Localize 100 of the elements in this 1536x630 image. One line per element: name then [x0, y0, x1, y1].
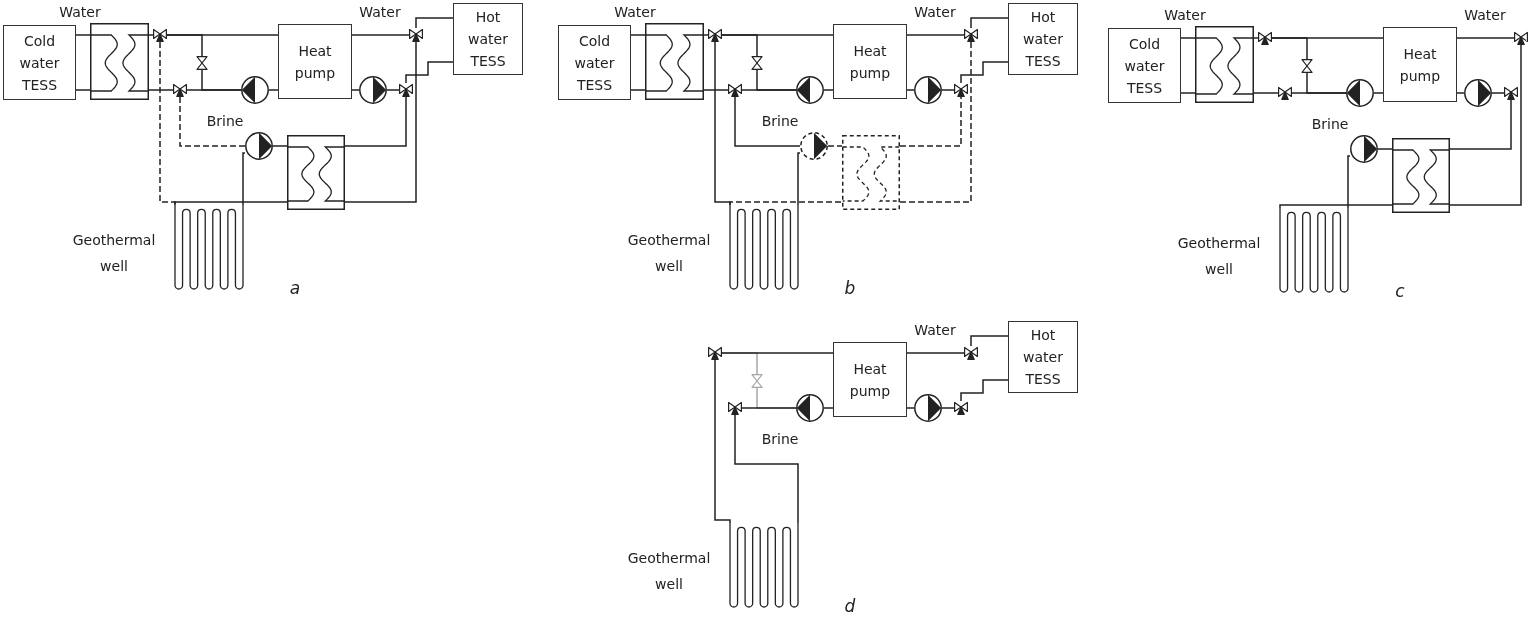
- tank-box: Hot water TESS: [453, 3, 523, 75]
- heat-exchanger-icon: [1392, 138, 1450, 213]
- component-label: Geothermal well: [1176, 234, 1262, 279]
- pump-icon: [796, 76, 824, 104]
- valve-icon: [173, 83, 187, 97]
- pump-icon: [914, 76, 942, 104]
- fluid-label: Water: [914, 4, 956, 20]
- pipe-line: [159, 41, 176, 206]
- pipe-line: [1456, 37, 1515, 39]
- pipe-line: [906, 407, 915, 409]
- pipe-line: [827, 145, 843, 147]
- pipe-line: [405, 61, 454, 84]
- pump-icon: [796, 394, 824, 422]
- pump-icon: [1464, 79, 1492, 107]
- fluid-label: Water: [1464, 7, 1506, 23]
- fluid-label: Brine: [206, 113, 244, 129]
- heat-exchanger-icon: [287, 135, 345, 210]
- heat-exchanger-icon: [1195, 26, 1254, 103]
- pipe-line: [75, 89, 91, 91]
- pipe-line: [1253, 92, 1279, 94]
- valve-icon: [153, 28, 167, 42]
- pipe-line: [714, 41, 731, 206]
- pipe-line: [272, 145, 288, 147]
- valve-icon: [1300, 59, 1314, 73]
- panel-letter: a: [289, 278, 301, 298]
- fluid-label: Brine: [1311, 116, 1349, 132]
- valve-icon: [728, 401, 742, 415]
- pipe-line: [344, 96, 407, 147]
- valve-icon: [399, 83, 413, 97]
- pipe-line: [386, 89, 400, 91]
- fluid-label: Brine: [761, 431, 799, 447]
- pipe-line: [630, 34, 646, 36]
- pipe-line: [1347, 155, 1351, 209]
- heat-exchanger-icon: [842, 135, 900, 210]
- heat-pump-box: Heat pump: [1383, 27, 1457, 102]
- pipe-line: [1373, 92, 1384, 94]
- heat-exchanger-icon: [645, 23, 704, 100]
- pipe-line: [1377, 148, 1393, 150]
- valve-icon: [954, 401, 968, 415]
- pipe-line: [1449, 44, 1522, 206]
- valve-icon: [1258, 31, 1272, 45]
- pump-icon: [1350, 135, 1378, 163]
- pipe-line: [714, 359, 731, 524]
- ground-loop-icon: [174, 205, 244, 290]
- fluid-label: Water: [1164, 7, 1206, 23]
- pipe-line: [899, 96, 962, 147]
- pipe-line: [351, 34, 410, 36]
- component-label: Geothermal well: [626, 231, 712, 276]
- valve-icon: [1504, 86, 1518, 100]
- pump-icon: [1346, 79, 1374, 107]
- pipe-line: [1456, 92, 1465, 94]
- fluid-label: Brine: [761, 113, 799, 129]
- pipe-line: [823, 407, 834, 409]
- pipe-line: [1180, 37, 1196, 39]
- pump-icon: [359, 76, 387, 104]
- pipe-line: [1180, 92, 1196, 94]
- pipe-line: [734, 96, 801, 147]
- tank-box: Hot water TESS: [1008, 321, 1078, 393]
- component-label: Geothermal well: [626, 549, 712, 594]
- pipe-line: [630, 89, 646, 91]
- fluid-label: Water: [614, 4, 656, 20]
- heat-pump-box: Heat pump: [278, 24, 352, 99]
- pipe-line: [1449, 99, 1512, 150]
- pipe-line: [970, 17, 1009, 29]
- pipe-line: [75, 34, 91, 36]
- valve-icon: [708, 346, 722, 360]
- pipe-line: [268, 89, 279, 91]
- valve-icon: [708, 28, 722, 42]
- tank-box: Cold water TESS: [3, 25, 76, 100]
- valve-icon: [964, 28, 978, 42]
- pipe-line: [703, 89, 729, 91]
- pipe-line: [941, 407, 955, 409]
- pipe-line: [823, 89, 834, 91]
- pipe-line: [960, 379, 1009, 402]
- heat-pump-box: Heat pump: [833, 342, 907, 417]
- valve-icon: [728, 83, 742, 97]
- pipe-line: [703, 34, 709, 36]
- pipe-line: [906, 352, 965, 354]
- pipe-line: [906, 34, 965, 36]
- valve-icon: [954, 83, 968, 97]
- pipe-line: [960, 61, 1009, 84]
- pipe-line: [242, 152, 246, 206]
- valve-icon: [409, 28, 423, 42]
- pipe-line: [1491, 92, 1505, 94]
- pipe-line: [201, 69, 242, 91]
- heat-pump-box: Heat pump: [833, 24, 907, 99]
- component-label: Geothermal well: [71, 231, 157, 276]
- pipe-line: [415, 17, 454, 29]
- pipe-line: [1271, 37, 1308, 60]
- pipe-line: [166, 34, 203, 57]
- tank-box: Hot water TESS: [1008, 3, 1078, 75]
- pipe-line: [1306, 72, 1347, 94]
- fluid-label: Water: [914, 322, 956, 338]
- valve-icon: [750, 374, 764, 388]
- ground-loop-icon: [729, 523, 799, 608]
- pipe-line: [756, 69, 797, 91]
- valve-icon: [964, 346, 978, 360]
- fluid-label: Water: [59, 4, 101, 20]
- panel-letter: d: [844, 596, 856, 616]
- ground-loop-icon: [1279, 208, 1349, 293]
